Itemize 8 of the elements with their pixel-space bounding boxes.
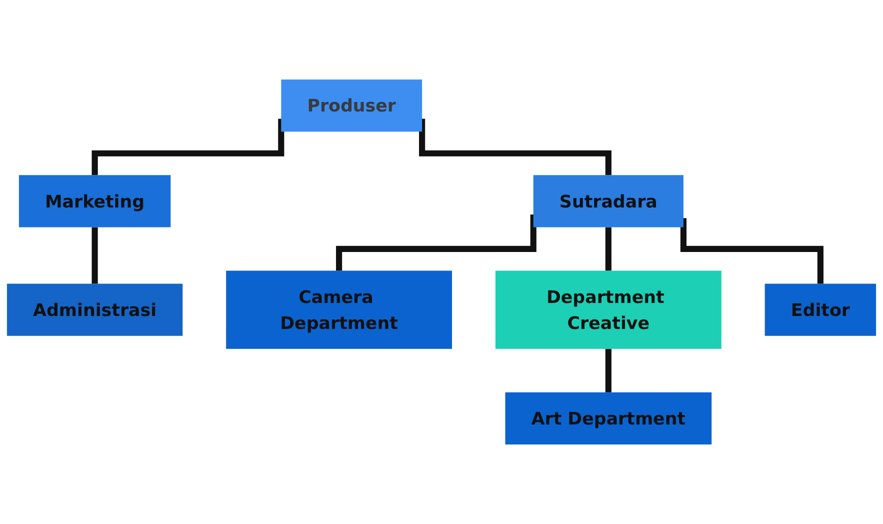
node-box: Marketing [18,175,171,228]
node-box: Department Creative [495,270,722,349]
node-box: Sutradara [533,175,684,228]
node-box: Art Department [505,392,712,444]
node-box: Produser [281,80,422,132]
node-box: Administrasi [6,284,183,336]
node-box: Camera Department [226,270,452,349]
node-box: Editor [764,284,876,336]
